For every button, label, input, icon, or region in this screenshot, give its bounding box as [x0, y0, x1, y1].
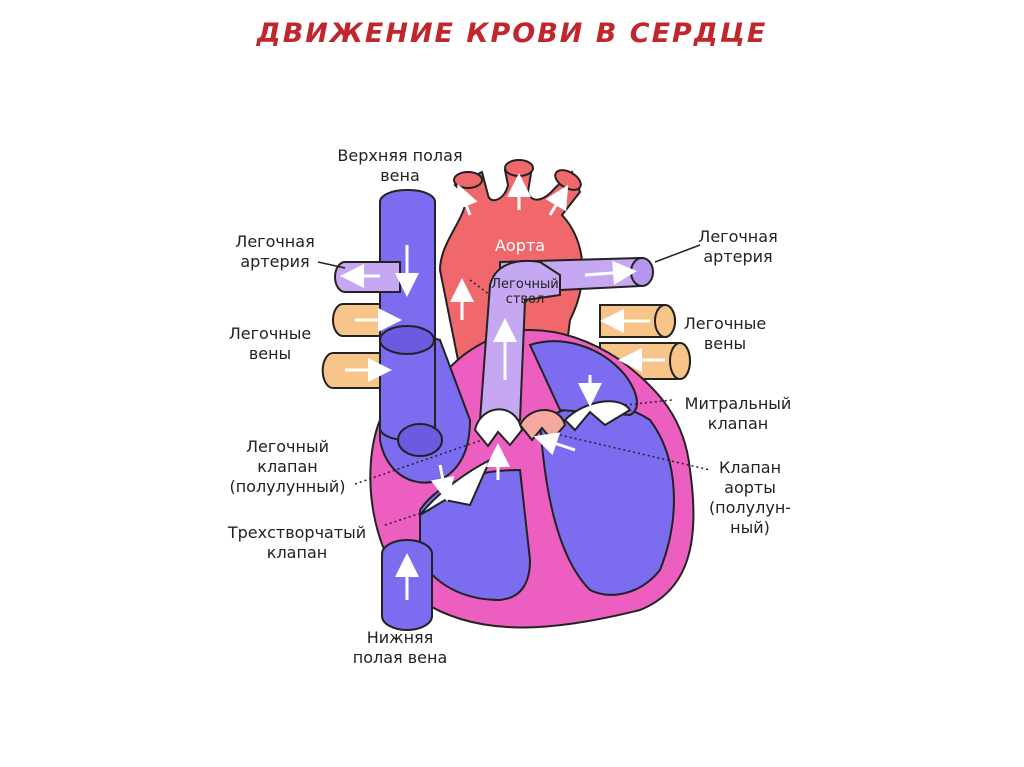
pulmonary-trunk — [478, 259, 561, 421]
page-title: ДВИЖЕНИЕ КРОВИ В СЕРДЦЕ — [256, 18, 768, 49]
superior-vena-cava — [379, 189, 436, 441]
label-aorta: Аорта — [494, 236, 545, 255]
left-atrium — [528, 340, 638, 417]
